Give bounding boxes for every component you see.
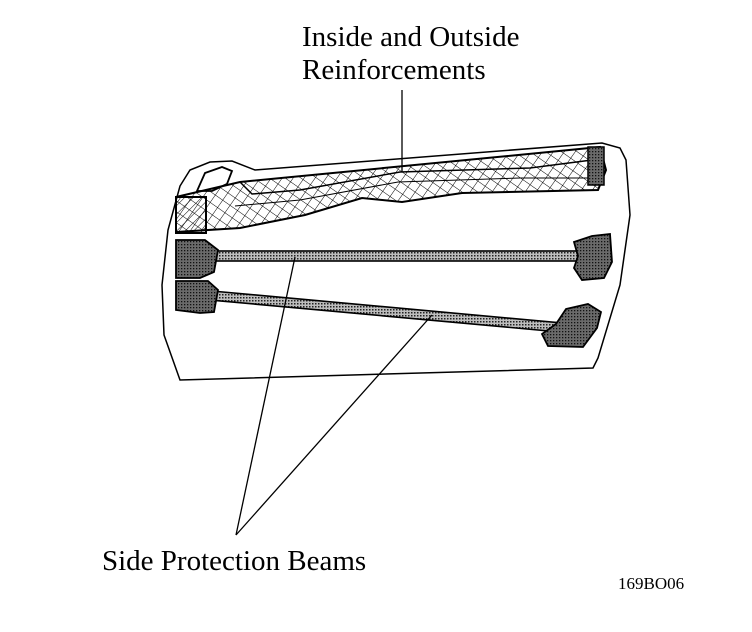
beam-leader-line-lower: [235, 314, 433, 536]
lower-beam-rear-bracket: [540, 303, 603, 348]
upper-reinforcement-inner-edge: [239, 159, 593, 195]
upper-reinforcement-rear-cap: [587, 146, 605, 186]
beams-label: Side Protection Beams: [102, 545, 366, 577]
figure-code: 169BO06: [618, 574, 684, 593]
lower-beam-bar: [209, 290, 563, 333]
upper-reinforcement-front-block: [175, 196, 207, 234]
lower-beam-front-bracket: [175, 280, 219, 314]
upper-beam-front-bracket: [175, 239, 219, 279]
reinforcement-label-line1: Inside and Outside: [302, 21, 519, 53]
door-outline: [161, 142, 631, 381]
upper-beam-bar: [211, 250, 583, 262]
upper-reinforcement-lower-edge: [234, 177, 596, 207]
upper-beam-rear-bracket: [572, 233, 613, 281]
beam-leader-line-upper: [235, 256, 296, 536]
reinforcement-label-line2: Reinforcements: [302, 54, 486, 86]
